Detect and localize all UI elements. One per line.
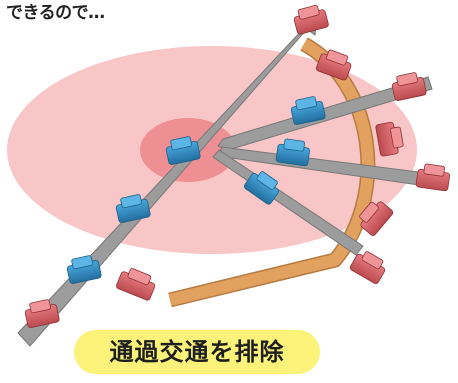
inner-car: [115, 194, 151, 223]
top-caption: できるので…: [6, 3, 105, 23]
blue-cars: [66, 96, 326, 284]
inner-car: [275, 138, 310, 167]
outer-car: [116, 268, 156, 301]
inner-car: [165, 136, 201, 165]
outer-car: [24, 299, 60, 328]
outer-car: [349, 251, 386, 284]
red-cars: [24, 4, 450, 328]
outer-car: [315, 49, 352, 81]
inner-car: [66, 255, 102, 284]
summary-badge: 通過交通を排除: [74, 330, 320, 374]
outer-car: [359, 201, 394, 236]
outer-car: [375, 121, 404, 157]
inner-car: [243, 171, 279, 205]
outer-car: [293, 4, 329, 35]
outer-car: [391, 72, 427, 101]
summary-badge-label: 通過交通を排除: [109, 338, 285, 366]
outer-car: [415, 163, 450, 192]
inner-car: [290, 96, 326, 125]
